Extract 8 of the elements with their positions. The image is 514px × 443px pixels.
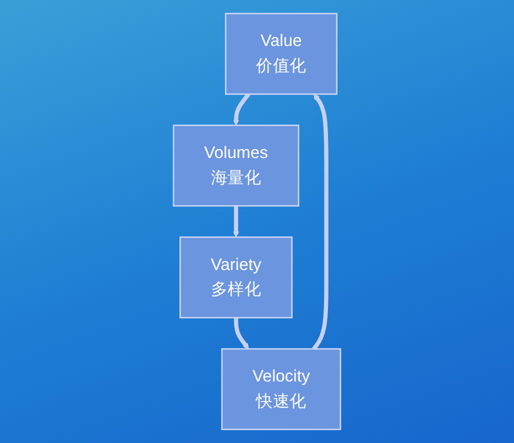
node-box: Variety 多样化 <box>180 236 293 318</box>
node-box: Value 价值化 <box>224 12 338 95</box>
arrow <box>234 318 249 350</box>
arrow <box>312 94 328 350</box>
node-box: Volumes 海量化 <box>172 124 300 207</box>
node-box: Velocity 快速化 <box>221 348 342 430</box>
arrow <box>233 206 240 238</box>
arrow <box>233 92 250 126</box>
